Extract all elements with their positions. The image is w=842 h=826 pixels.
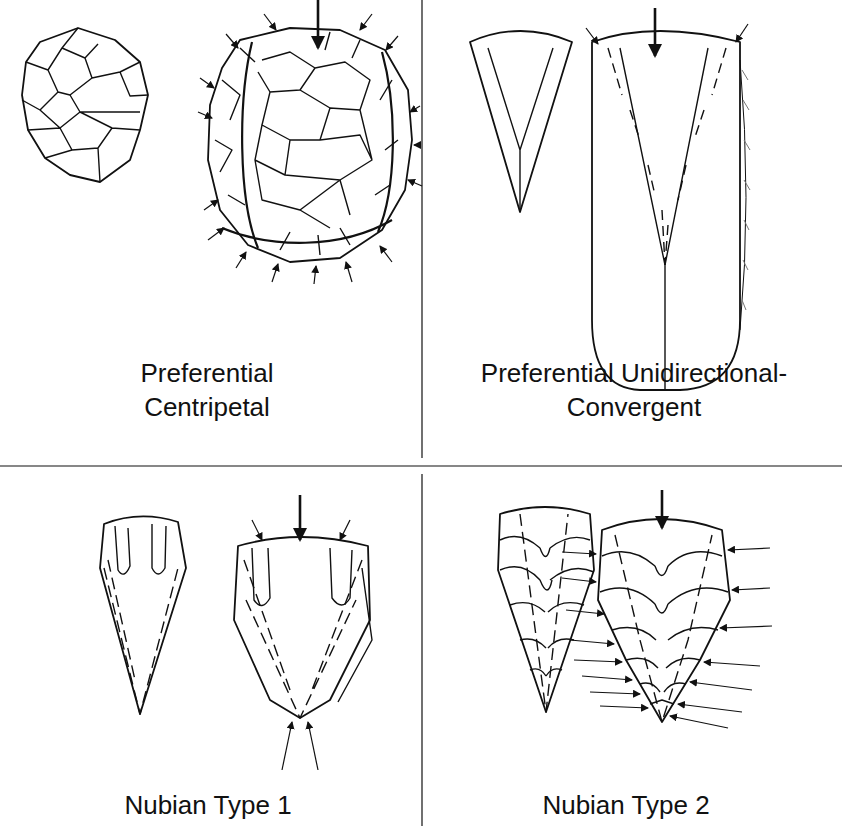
nubian-type2-core: [562, 490, 772, 728]
technique-label: Nubian Type 1: [28, 788, 388, 822]
nubian-type1-point: [100, 516, 186, 714]
unidirectional-convergent-flake: [470, 31, 572, 212]
centripetal-core-prepared: [198, 0, 422, 284]
nubian-type1-core: [234, 495, 372, 770]
technique-label: Nubian Type 2: [446, 788, 806, 822]
technique-label: Preferential Centripetal: [97, 356, 317, 424]
unidirectional-convergent-core: [586, 8, 750, 390]
nubian-type2-point: [498, 507, 594, 712]
centripetal-core-top: [22, 28, 148, 182]
technique-label: Preferential Unidirectional-Convergent: [444, 356, 824, 424]
